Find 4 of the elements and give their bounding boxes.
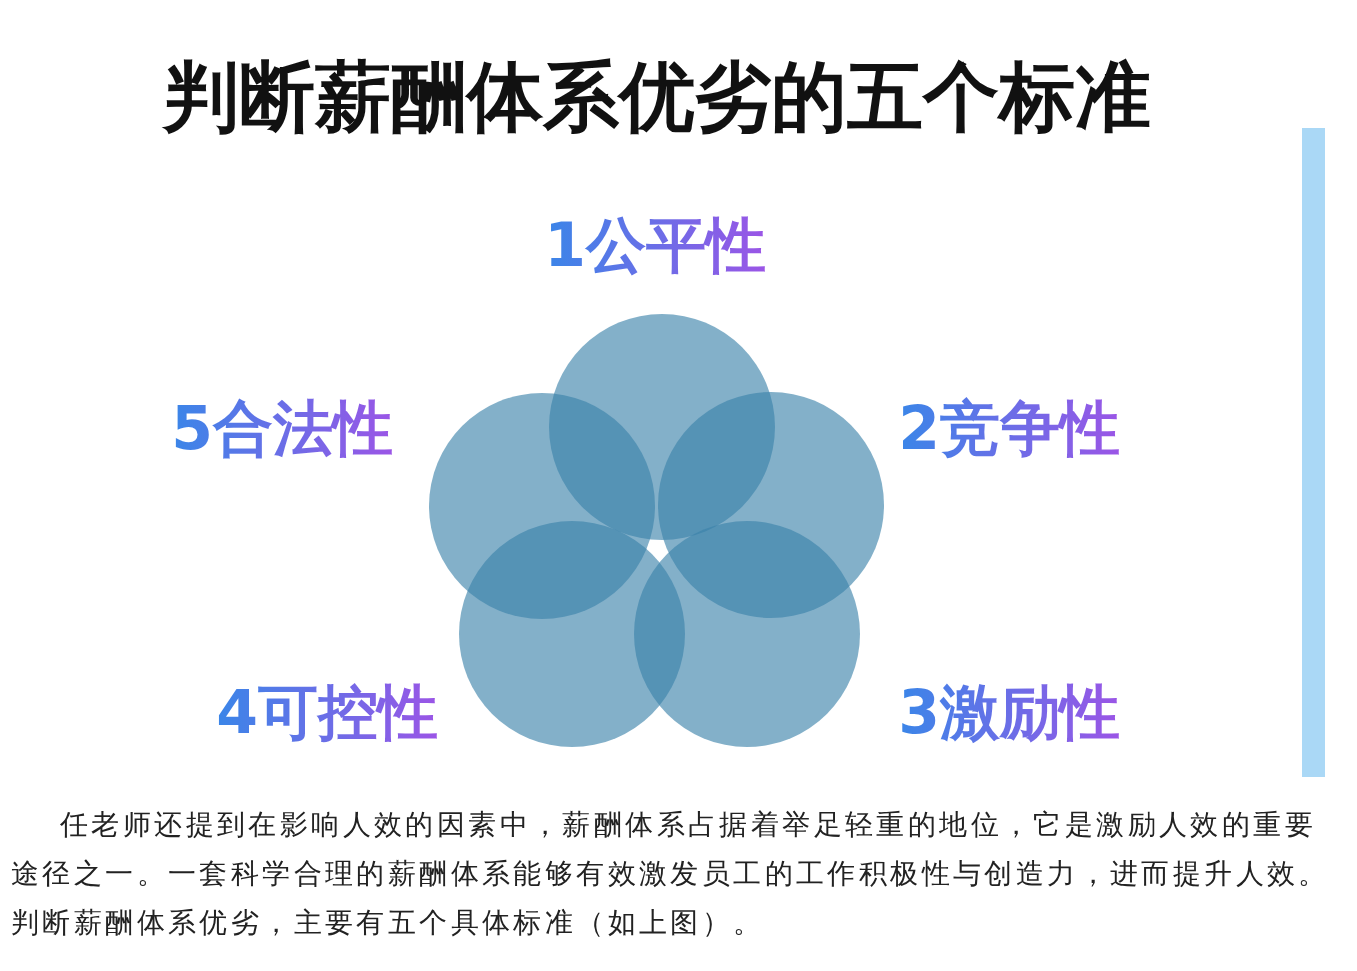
- title: 判断薪酬体系优劣的五个标准: [161, 52, 1152, 142]
- circle: [429, 393, 655, 619]
- body-paragraph: 任老师还提到在影响人效的因素中，薪酬体系占据着举足轻重的地位，它是激励人效的重要途径之一。一套科学合理的薪酬体系能够有效激发员工的工作积极性与创造力，进而提升人效。判断薪酬体系优劣，主要有五个具体标准（如上图）。: [11, 807, 1331, 941]
- side-bar: [1302, 128, 1325, 777]
